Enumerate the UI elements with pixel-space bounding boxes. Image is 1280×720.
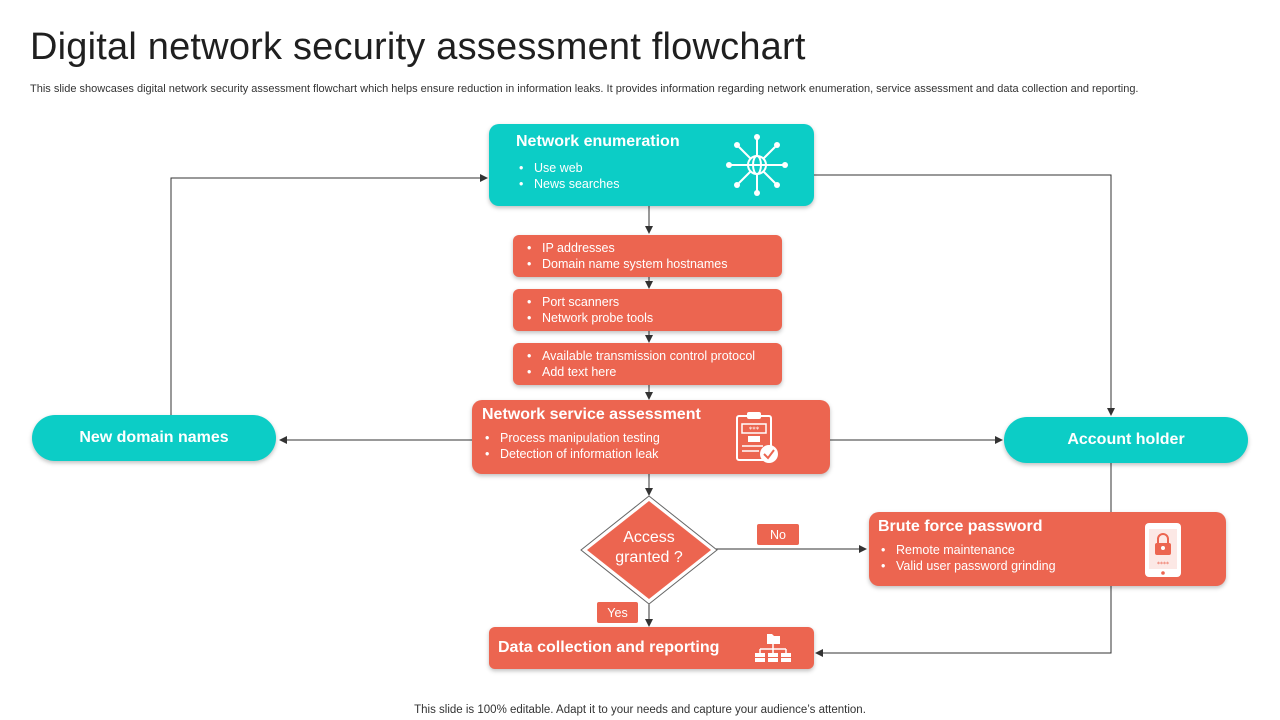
brute-force-bullet: Valid user password grinding [878, 558, 1226, 574]
step-box-3[interactable]: Available transmission control protocol … [513, 343, 782, 385]
phone-lock-icon: **** [1145, 523, 1181, 577]
page-subtitle: This slide showcases digital network sec… [30, 83, 1139, 95]
brute-force-bullet: Remote maintenance [878, 542, 1226, 558]
decision-diamond [580, 495, 718, 605]
network-enumeration-bullet: News searches [516, 176, 814, 192]
step-box-1[interactable]: IP addresses Domain name system hostname… [513, 235, 782, 277]
connector-enum-to-account [814, 174, 1115, 416]
access-granted-decision: Access granted ? [582, 528, 716, 568]
yes-label: Yes [597, 602, 638, 623]
new-domain-names-node[interactable]: New domain names [32, 415, 276, 461]
decision-line: Access [623, 529, 675, 546]
network-enumeration-title: Network enumeration [516, 133, 680, 150]
folder-network-icon [755, 634, 791, 662]
clipboard-check-icon: *** [736, 412, 778, 463]
step-box-2[interactable]: Port scanners Network probe tools [513, 289, 782, 331]
connector-new-domain-to-enum [170, 174, 488, 415]
globe-network-icon [726, 134, 788, 196]
brute-force-password-title: Brute force password [878, 518, 1043, 535]
step-bullet: IP addresses [524, 240, 782, 256]
step-bullet: Available transmission control protocol [524, 348, 782, 364]
data-collection-reporting-title: Data collection and reporting [498, 639, 720, 656]
decision-line: granted ? [615, 549, 683, 566]
network-service-assessment-title: Network service assessment [482, 406, 701, 423]
step-bullet: Add text here [524, 364, 782, 380]
page-title: Digital network security assessment flow… [30, 26, 806, 68]
no-label: No [757, 524, 799, 545]
footer-note: This slide is 100% editable. Adapt it to… [414, 704, 866, 716]
step-bullet: Network probe tools [524, 310, 782, 326]
svg-text:***: *** [749, 426, 760, 434]
step-bullet: Port scanners [524, 294, 782, 310]
service-bullet: Detection of information leak [482, 446, 830, 462]
service-bullet: Process manipulation testing [482, 430, 830, 446]
svg-text:****: **** [1157, 561, 1169, 568]
account-holder-node[interactable]: Account holder [1004, 417, 1248, 463]
network-enumeration-bullet: Use web [516, 160, 814, 176]
step-bullet: Domain name system hostnames [524, 256, 782, 272]
